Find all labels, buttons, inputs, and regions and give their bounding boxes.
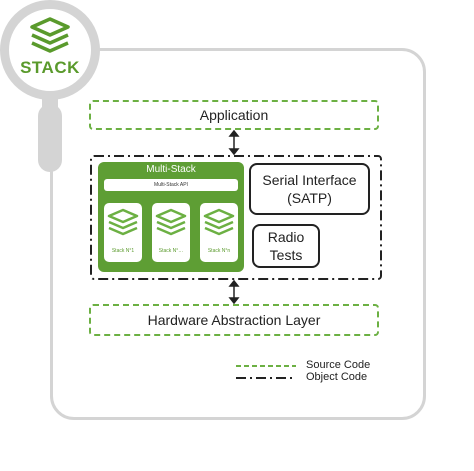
application-block: Application bbox=[89, 100, 379, 130]
radio-tests-line1: Radio bbox=[267, 229, 305, 245]
arrow-up-icon bbox=[228, 129, 240, 137]
stack-card-1 bbox=[104, 203, 142, 262]
stack-card-n bbox=[200, 203, 238, 262]
object-code-boundary bbox=[90, 155, 382, 280]
legend-source-label: Source Code bbox=[306, 359, 371, 371]
logo-text: STACK bbox=[20, 58, 80, 77]
stack-label-1: Stack N°1 bbox=[111, 248, 135, 254]
serial-interface-line2: (SATP) bbox=[287, 190, 332, 206]
application-label: Application bbox=[199, 107, 269, 123]
stack-layers-icon bbox=[203, 208, 235, 236]
stack-layers-icon bbox=[155, 208, 187, 236]
legend-object-label: Object Code bbox=[306, 371, 368, 383]
magnifier-logo bbox=[0, 0, 100, 100]
radio-tests-line2: Tests bbox=[269, 247, 303, 263]
magnifier-handle bbox=[38, 104, 62, 172]
stack-layers-icon bbox=[30, 17, 70, 53]
stack-label-2: Stack N°… bbox=[158, 248, 184, 254]
stack-layers-icon bbox=[107, 208, 139, 236]
arrow-down-icon bbox=[228, 297, 240, 305]
arrow-down-icon bbox=[228, 148, 240, 156]
arrow-up-icon bbox=[228, 279, 240, 287]
serial-interface-line1: Serial Interface bbox=[262, 172, 357, 188]
stack-card-2 bbox=[152, 203, 190, 262]
multi-stack-title: Multi-Stack bbox=[146, 164, 196, 175]
stack-label-n: Stack N°n bbox=[207, 248, 231, 254]
hal-block: Hardware Abstraction Layer bbox=[89, 304, 379, 336]
multi-stack-api: Multi-Stack API bbox=[104, 179, 238, 191]
radio-tests-block: Radio Tests bbox=[252, 224, 320, 268]
hal-label: Hardware Abstraction Layer bbox=[147, 312, 321, 328]
serial-interface-block: Serial Interface (SATP) bbox=[249, 163, 370, 215]
